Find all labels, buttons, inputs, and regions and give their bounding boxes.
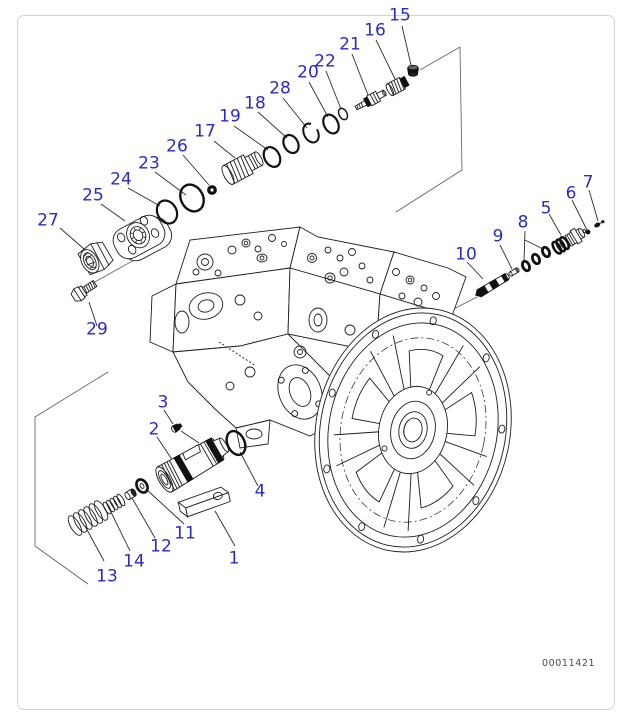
part-16-plug — [385, 75, 410, 97]
drawing-number: 00011421 — [542, 658, 596, 669]
callout-28[interactable]: 28 — [269, 78, 291, 99]
part-18-o-ring — [282, 133, 300, 155]
callout-11[interactable]: 11 — [174, 523, 196, 544]
callout-20[interactable]: 20 — [297, 62, 319, 83]
part-8-o-rings — [521, 245, 551, 273]
callout-1[interactable]: 1 — [228, 548, 240, 569]
callout-10[interactable]: 10 — [455, 244, 477, 265]
callout-7[interactable]: 7 — [582, 172, 594, 193]
part-4-o-ring — [225, 429, 247, 457]
part-20-o-ring — [322, 113, 340, 135]
callout-13[interactable]: 13 — [96, 566, 118, 587]
part-22-ring — [337, 107, 349, 121]
diagram-frame — [17, 15, 615, 710]
callout-25[interactable]: 25 — [82, 185, 104, 206]
callout-26[interactable]: 26 — [166, 136, 188, 157]
part-26-nut — [207, 185, 217, 195]
part-6-ball — [585, 229, 591, 235]
part-5-plug-assembly — [551, 227, 587, 255]
part-25-flange — [112, 214, 173, 262]
callout-8[interactable]: 8 — [517, 212, 529, 233]
callout-23[interactable]: 23 — [138, 153, 160, 174]
mounting-flange — [314, 307, 512, 553]
part-12-plug — [124, 488, 137, 501]
callout-24[interactable]: 24 — [110, 169, 132, 190]
part-17-threaded-plug — [221, 151, 264, 185]
callout-5[interactable]: 5 — [540, 198, 552, 219]
part-28-snap-ring — [302, 122, 320, 144]
callout-12[interactable]: 12 — [150, 536, 172, 557]
part-24-o-ring — [155, 199, 179, 225]
part-14-spring — [102, 493, 126, 515]
callout-19[interactable]: 19 — [219, 106, 241, 127]
callout-15[interactable]: 15 — [389, 5, 411, 26]
part-19-o-ring — [262, 145, 282, 169]
callout-2[interactable]: 2 — [148, 419, 160, 440]
callout-4[interactable]: 4 — [254, 481, 266, 502]
callout-3[interactable]: 3 — [157, 392, 169, 413]
part-11-washer — [135, 478, 149, 494]
part-23-o-ring — [179, 183, 205, 213]
callout-18[interactable]: 18 — [244, 93, 266, 114]
callout-21[interactable]: 21 — [339, 34, 361, 55]
part-2-valve-body — [155, 437, 230, 493]
callout-14[interactable]: 14 — [123, 551, 145, 572]
part-3-screw — [171, 423, 183, 433]
callout-29[interactable]: 29 — [86, 319, 108, 340]
part-7-screw — [594, 220, 605, 228]
part-21-valve-screw — [354, 89, 387, 111]
part-9-pin — [508, 267, 520, 277]
callout-9[interactable]: 9 — [492, 226, 504, 247]
callout-16[interactable]: 16 — [364, 20, 386, 41]
leader-lines — [59, 25, 599, 562]
callout-6[interactable]: 6 — [565, 183, 577, 204]
callout-22[interactable]: 22 — [314, 51, 336, 72]
callout-17[interactable]: 17 — [194, 121, 216, 142]
part-10-spool — [475, 273, 510, 298]
part-13-spring — [67, 500, 109, 536]
part-29-bolt — [70, 279, 98, 302]
part-27-cap-nut — [77, 241, 114, 276]
part-1-plate — [177, 486, 231, 518]
part-15-nut — [407, 64, 419, 77]
callout-27[interactable]: 27 — [37, 210, 59, 231]
